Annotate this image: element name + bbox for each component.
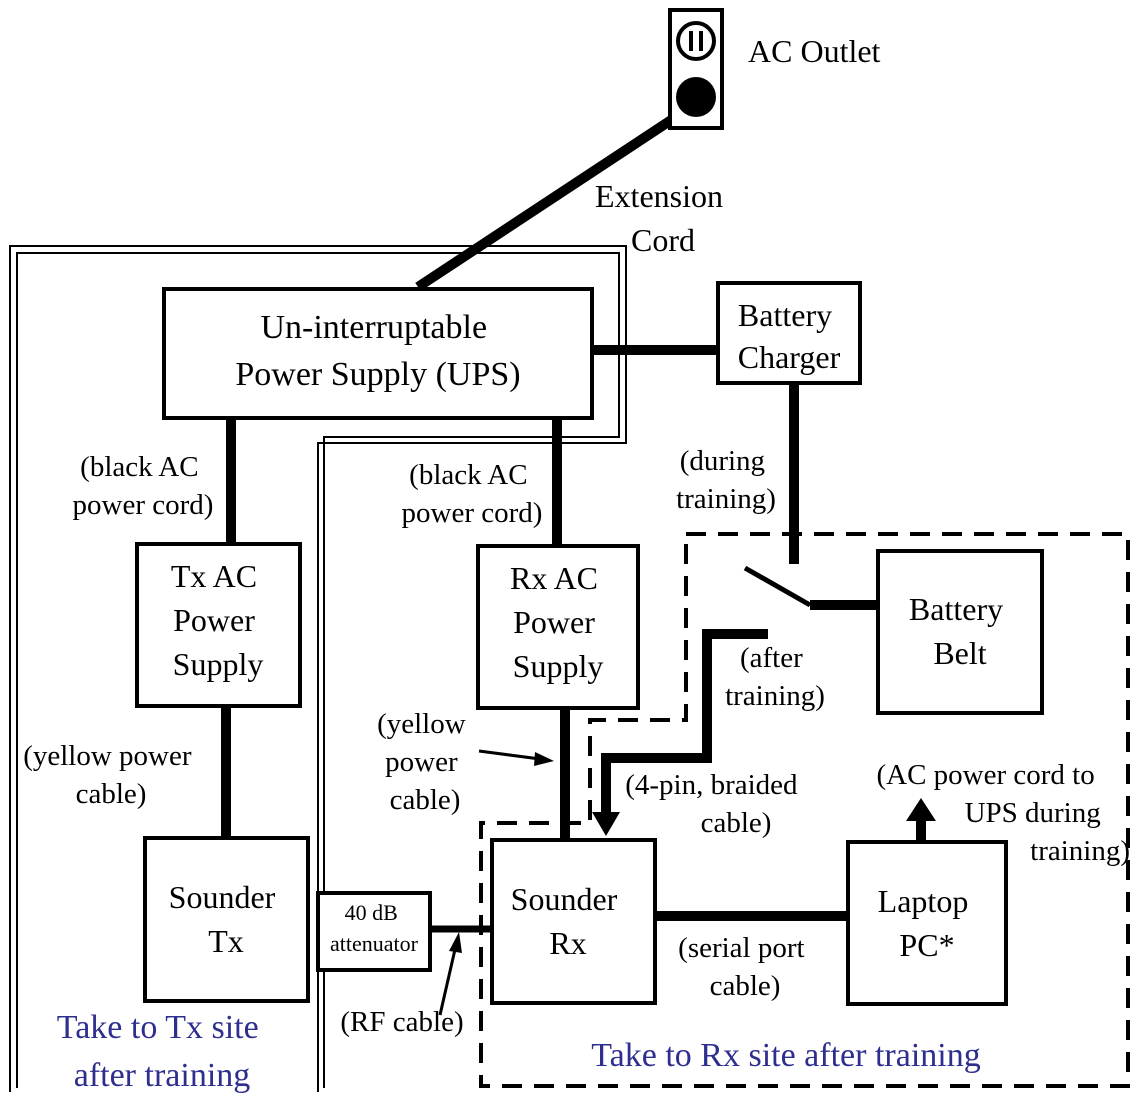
- after-training-label: (after training): [725, 642, 825, 712]
- tx-ac-power-supply-box: [135, 542, 302, 708]
- switch-blade: [743, 565, 812, 608]
- rx-yellow-cable-pointer: [478, 749, 554, 766]
- rf-cable-label: (RF cable): [340, 1006, 463, 1038]
- attenuator-box: [316, 891, 432, 972]
- rx-site-enclosure: [479, 532, 1130, 1088]
- serial-cable-label: (serial port cable): [678, 932, 812, 1002]
- ac-cord-to-ups-label: (AC power cord to UPS during training): [876, 759, 1130, 867]
- battery-charger-label: Battery Charger: [738, 297, 841, 375]
- tx-site-label: Take to Tx site after training: [57, 1009, 267, 1094]
- battery-belt-label: Battery Belt: [909, 591, 1011, 671]
- braided-cable-label: (4-pin, braided cable): [625, 769, 805, 839]
- during-training-label: (during training): [676, 445, 776, 515]
- ups-label: Un-interruptable Power Supply (UPS): [235, 309, 520, 393]
- rx-ac-power-supply-label: Rx AC Power Supply: [510, 560, 606, 684]
- extension-cord-wire: [415, 98, 700, 292]
- sounder-rx-box: [490, 838, 657, 1005]
- ups-box: [162, 287, 594, 420]
- tx-ac-power-supply-label: Tx AC Power Supply: [171, 558, 265, 682]
- ac-outlet-label: AC Outlet: [748, 33, 881, 69]
- extension-cord-label: Extension Cord: [595, 178, 731, 258]
- ac-outlet: [668, 8, 724, 130]
- laptop-ac-cord-arrowhead: [906, 798, 936, 821]
- braided-cable-arrowhead: [592, 812, 620, 836]
- battery-belt-box: [876, 549, 1044, 715]
- laptop-label: Laptop PC*: [878, 883, 977, 963]
- rx-site-label: Take to Rx site after training: [591, 1037, 980, 1074]
- rx-ac-power-supply-box: [476, 544, 640, 710]
- attenuator-label: 40 dB attenuator: [330, 900, 419, 956]
- battery-charger-box: [716, 281, 862, 385]
- rf-cable-pointer: [438, 932, 462, 1016]
- sounder-rx-label: Sounder Rx: [511, 881, 626, 961]
- rx-black-cord-label: (black AC power cord): [402, 459, 543, 529]
- sounder-tx-label: Sounder Tx: [169, 879, 284, 959]
- rx-yellow-cable-label: (yellow power cable): [377, 708, 473, 816]
- sounder-tx-box: [143, 836, 310, 1003]
- braided-cable-wire: [601, 629, 768, 815]
- tx-black-cord-label: (black AC power cord): [73, 451, 214, 521]
- tx-yellow-cable-label: (yellow power cable): [23, 740, 199, 810]
- laptop-box: [846, 840, 1008, 1006]
